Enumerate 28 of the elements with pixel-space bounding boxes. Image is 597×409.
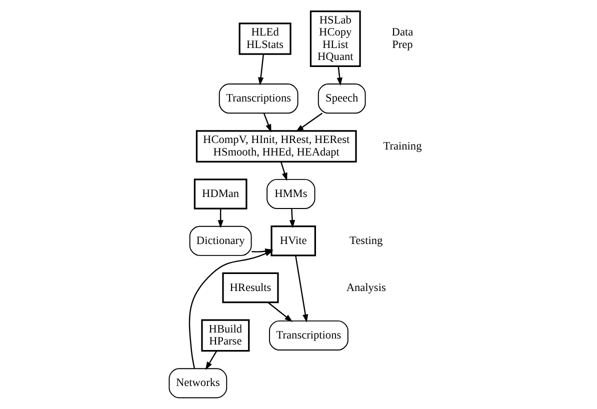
node-box: HCompV, HInit, HRest, HERest HSmooth, HHEd, HEAdapt	[195, 130, 356, 162]
node-box: HResults	[222, 272, 278, 304]
label: Data Prep	[391, 26, 413, 51]
arrow	[258, 54, 264, 86]
arrow	[294, 256, 308, 323]
arrow	[267, 302, 292, 322]
label: Training	[382, 140, 422, 152]
label: Testing	[349, 234, 382, 247]
arrow	[288, 208, 295, 228]
label: Analysis	[346, 282, 386, 294]
node-box: HVite	[270, 226, 316, 256]
node-box: HSLab HCopy HList HQuant	[309, 10, 360, 68]
arrow	[188, 250, 273, 368]
node-box: HMMs	[266, 178, 315, 210]
node-box: HBuild HParse	[200, 319, 250, 352]
arrow	[295, 112, 322, 132]
arrow	[204, 350, 217, 370]
node-box: HLEd HLStats	[238, 22, 291, 55]
node-box: Speech	[317, 84, 366, 114]
arrow	[262, 113, 271, 132]
node-box: Networks	[168, 368, 227, 398]
node-box: Dictionary	[188, 226, 252, 256]
arrow	[336, 66, 342, 86]
node-box: HDMan	[193, 178, 247, 210]
arrow	[217, 208, 223, 228]
node-box: Transcriptions	[218, 84, 298, 114]
node-box: Transcriptions	[268, 320, 348, 351]
arrow	[280, 162, 287, 181]
